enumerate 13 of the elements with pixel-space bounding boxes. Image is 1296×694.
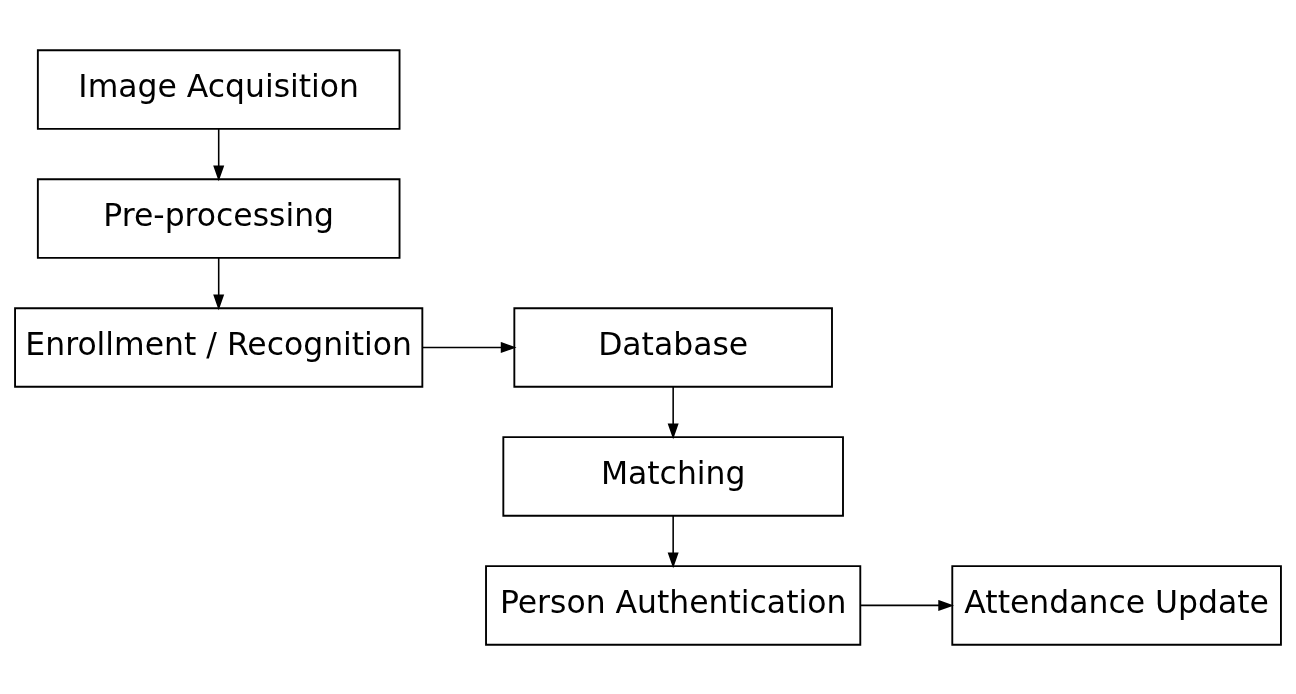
node-box: Database	[513, 306, 833, 388]
node-box: Image Acquisition	[36, 48, 401, 130]
node-box: Enrollment / Recognition	[14, 306, 424, 388]
node-box: Attendance Update	[951, 564, 1282, 646]
arrow	[213, 256, 225, 310]
node-box: Person Authentication	[485, 564, 862, 646]
arrow	[667, 385, 679, 439]
node-box: Pre-processing	[36, 177, 401, 259]
node-box: Matching	[502, 435, 844, 517]
arrow	[421, 341, 517, 353]
arrow	[667, 514, 679, 568]
arrow	[213, 127, 225, 181]
arrow	[859, 599, 954, 611]
